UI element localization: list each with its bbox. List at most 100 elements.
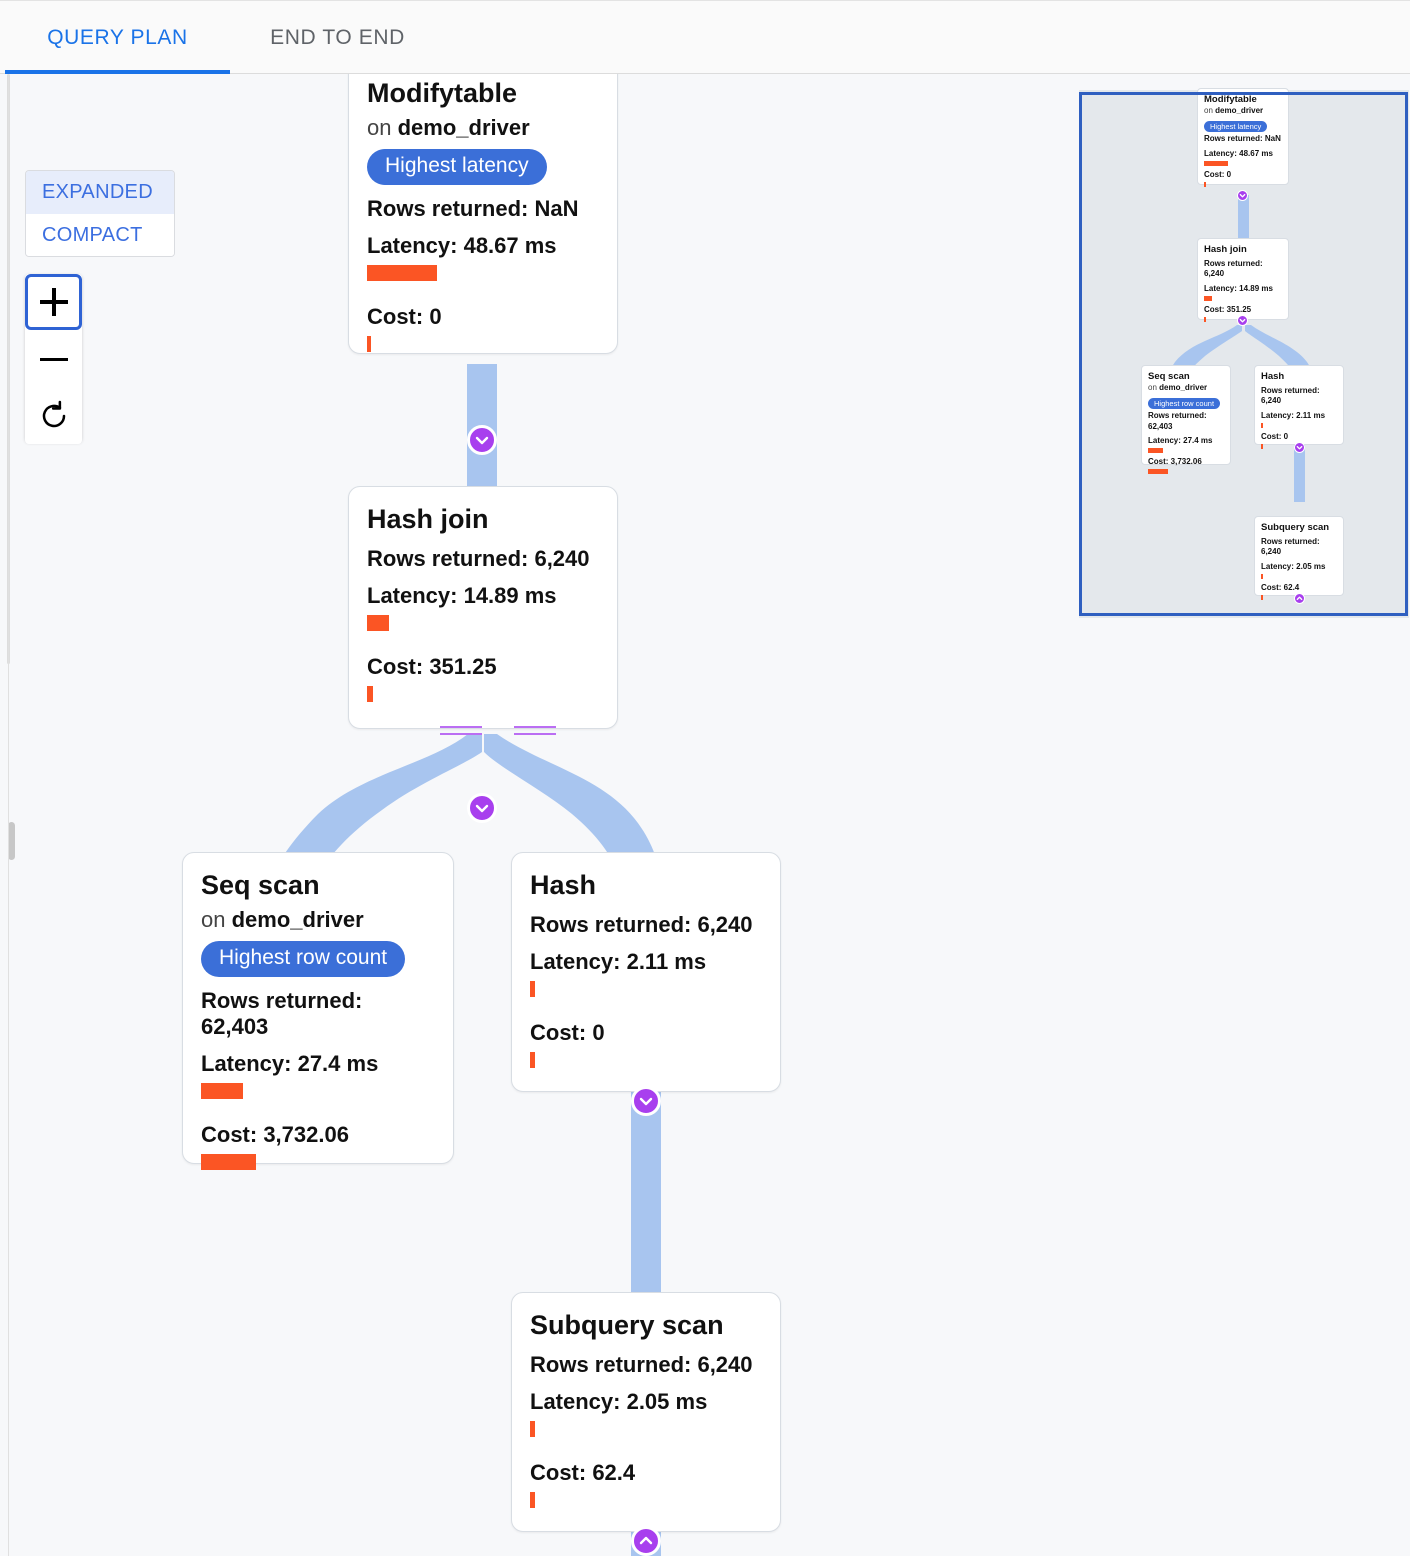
mm-node-title: Hash xyxy=(1261,371,1285,382)
node-relation-name: demo_driver xyxy=(231,907,364,933)
active-tab-indicator xyxy=(5,70,230,74)
node-cost: Cost: 3,732.06 xyxy=(201,1121,349,1147)
zoom-in-button[interactable] xyxy=(25,274,82,330)
node-title: Modifytable xyxy=(367,78,518,108)
zoom-reset-button[interactable] xyxy=(25,388,82,444)
edge-hash-subqueryscan xyxy=(631,1092,661,1296)
mm-node-title: Subquery scan xyxy=(1261,522,1330,533)
mm-rows-returned: Rows returned: 6,240 xyxy=(1261,536,1320,557)
mm-latency: Latency: 27.4 ms xyxy=(1148,436,1213,446)
chevron-down-icon xyxy=(475,804,489,813)
mm-cost-bar xyxy=(1261,594,1263,600)
mm-node-title: Hash join xyxy=(1204,244,1247,255)
mm-edge-modifytable-hashjoin xyxy=(1238,195,1249,250)
minus-icon xyxy=(39,346,68,374)
view-mode-toggle[interactable]: EXPANDED COMPACT xyxy=(25,170,175,257)
node-title: Hash xyxy=(530,870,597,900)
plus-icon xyxy=(39,288,68,316)
edge-layer xyxy=(272,364,661,1556)
node-relation-name: demo_driver xyxy=(397,115,530,141)
node-rows-returned: Rows returned: 6,240 xyxy=(530,912,753,938)
mm-cost: Cost: 351.25 xyxy=(1204,304,1252,314)
node-latency: Latency: 2.11 ms xyxy=(530,949,707,975)
node-latency: Latency: 14.89 ms xyxy=(367,583,557,609)
collapse-toggle-hash[interactable] xyxy=(631,1086,661,1116)
chevron-up-icon xyxy=(639,1536,653,1545)
node-title: Hash join xyxy=(367,504,489,534)
mm-rows-returned: Rows returned: NaN xyxy=(1204,134,1281,144)
expand-toggle-subquery-scan[interactable] xyxy=(631,1526,661,1556)
mm-collapse-toggle-modifytable[interactable] xyxy=(1237,190,1248,201)
node-rows-returned: Rows returned: NaN xyxy=(367,195,579,221)
panel-drag-handle[interactable] xyxy=(8,822,15,860)
mm-collapse-toggle-hash-join[interactable] xyxy=(1237,315,1248,326)
plan-node-seq-scan[interactable]: Seq scan on demo_driver Highest row coun… xyxy=(182,852,454,1170)
latency-bar xyxy=(367,264,437,281)
plan-node-subquery-scan[interactable]: Subquery scan Rows returned: 6,240 Laten… xyxy=(511,1292,781,1532)
node-on-prefix: on xyxy=(201,907,226,933)
view-mode-compact[interactable]: COMPACT xyxy=(26,214,174,256)
mm-latency-bar xyxy=(1261,422,1263,428)
mm-collapse-toggle-hash[interactable] xyxy=(1294,442,1305,453)
plan-node-hash[interactable]: Hash Rows returned: 6,240 Latency: 2.11 … xyxy=(511,852,781,1092)
mm-rows-returned: Rows returned: 6,240 xyxy=(1261,385,1320,406)
mm-rows-returned: Rows returned: 6,240 xyxy=(1204,258,1263,279)
plan-node-hash-join[interactable]: Hash join Rows returned: 6,240 Latency: … xyxy=(348,486,618,729)
mm-relation-name: demo_driver xyxy=(1159,382,1208,392)
node-title: Subquery scan xyxy=(530,1310,724,1340)
mm-on-prefix: on xyxy=(1204,105,1213,115)
cost-bar xyxy=(530,1492,535,1509)
minimap-node-subquery-scan[interactable]: Subquery scan Rows returned: 6,240 Laten… xyxy=(1254,516,1344,600)
node-relation: on demo_driver xyxy=(201,907,435,933)
plan-node-modifytable[interactable]: Modifytable on demo_driver Highest laten… xyxy=(348,74,618,354)
mm-cost: Cost: 0 xyxy=(1204,169,1232,179)
node-latency: Latency: 48.67 ms xyxy=(367,232,557,258)
cost-bar xyxy=(367,335,371,352)
mm-cost: Cost: 3,732.06 xyxy=(1148,457,1202,467)
mm-cost-bar xyxy=(1204,181,1206,187)
reset-rotate-icon xyxy=(42,400,65,428)
mm-latency: Latency: 14.89 ms xyxy=(1204,283,1273,293)
minimap-node-hash-join[interactable]: Hash join Rows returned: 6,240 Latency: … xyxy=(1197,238,1289,322)
mm-node-title: Modifytable xyxy=(1204,94,1257,105)
latency-bar xyxy=(367,615,389,632)
tab-bar: QUERY PLAN END TO END xyxy=(0,0,1410,74)
mm-badge-highest-latency: Highest latency xyxy=(1204,121,1268,133)
node-rows-returned: Rows returned: 62,403 xyxy=(201,987,363,1039)
view-mode-expanded-label: EXPANDED xyxy=(42,181,153,203)
latency-bar xyxy=(201,1082,243,1099)
node-badge-highest-row-count: Highest row count xyxy=(201,941,406,977)
cost-bar xyxy=(367,686,373,703)
mm-cost: Cost: 62.4 xyxy=(1261,582,1300,592)
mm-cost-bar xyxy=(1261,443,1263,449)
chevron-down-icon xyxy=(1296,445,1303,450)
node-cost: Cost: 351.25 xyxy=(367,654,497,680)
node-relation: on demo_driver xyxy=(367,115,599,141)
minimap-node-modifytable[interactable]: Modifytable on demo_driver Highest laten… xyxy=(1197,88,1289,187)
latency-bar xyxy=(530,981,535,998)
node-rows-returned: Rows returned: 6,240 xyxy=(530,1352,753,1378)
view-mode-expanded[interactable]: EXPANDED xyxy=(26,171,174,214)
chevron-down-icon xyxy=(1239,318,1246,323)
tab-end-to-end[interactable]: END TO END xyxy=(230,1,445,74)
view-mode-compact-label: COMPACT xyxy=(42,224,143,246)
collapse-toggle-modifytable[interactable] xyxy=(467,425,497,455)
chevron-down-icon xyxy=(475,436,489,445)
collapse-toggle-hash-join[interactable] xyxy=(467,793,497,823)
graph-canvas[interactable]: Modifytable on demo_driver Highest laten… xyxy=(0,74,1410,1556)
zoom-controls[interactable] xyxy=(25,274,82,444)
tab-query-plan[interactable]: QUERY PLAN xyxy=(5,1,230,74)
minimap-node-hash[interactable]: Hash Rows returned: 6,240 Latency: 2.11 … xyxy=(1254,365,1344,449)
mm-on-prefix: on xyxy=(1148,382,1157,392)
mm-expand-toggle-subquery-scan[interactable] xyxy=(1294,593,1305,604)
mm-latency-bar xyxy=(1148,448,1163,454)
mm-latency-bar xyxy=(1261,573,1263,579)
chevron-up-icon xyxy=(1296,596,1303,601)
minimap-node-seq-scan[interactable]: Seq scan on demo_driver Highest row coun… xyxy=(1141,365,1231,475)
latency-bar xyxy=(530,1421,535,1438)
cost-bar xyxy=(530,1052,535,1069)
tab-query-plan-label: QUERY PLAN xyxy=(47,25,188,49)
edge-hashjoin-seqscan xyxy=(272,734,482,874)
node-badge-highest-latency: Highest latency xyxy=(367,149,547,185)
